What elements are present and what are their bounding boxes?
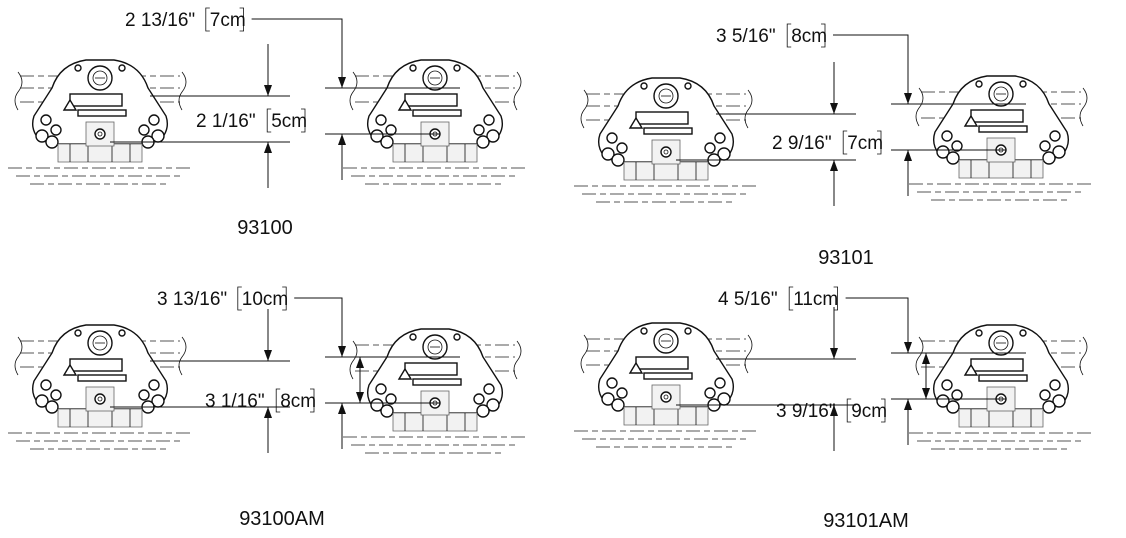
arrow-down-icon [904,342,912,353]
bottom-dim-bracket-right [881,398,886,423]
top-dim-bracket-left [786,23,792,48]
bottom-dim-bracket-left [846,398,852,423]
hitch-high-icon [908,324,1094,450]
leader-top-dim [294,297,343,357]
hitch-high-icon [908,75,1094,201]
top-dim-cm: 8cm [791,26,827,47]
hitch-high-icon [342,328,528,454]
top-dim-inch: 2 13/16" [125,10,195,31]
model-number: 93101AM [823,510,909,532]
hitch-low-icon [573,322,759,448]
bottom-dim-bracket-left [842,130,848,155]
top-dim-cm: 11cm [793,289,838,310]
bottom-dim-inch: 2 1/16" [196,111,256,132]
arrow-up-icon [904,399,912,410]
top-dim-bracket-left [237,286,242,311]
leader-top-dim [251,18,343,88]
hitch-low-icon [573,77,759,203]
arrow-up-icon [264,407,272,418]
bottom-dim-bracket-right [310,388,315,413]
bottom-dim-inch: 3 9/16" [776,401,836,422]
top-dim-bracket-right [239,7,244,32]
arrow-down-icon [338,346,346,357]
arrow-up-icon [264,142,272,153]
top-dim-bracket-right [282,286,287,311]
bottom-dim-bracket-left [275,388,281,413]
arrow-up-icon [356,357,364,368]
bottom-dim-cm: 8cm [280,391,316,412]
arrow-down-icon [830,348,838,359]
arrow-up-icon [338,134,346,145]
model-number: 93100 [237,217,293,239]
bottom-dim-inch: 2 9/16" [772,133,832,154]
top-dim-cm: 7cm [210,10,246,31]
hitch-low-icon [7,59,193,185]
panel-93101AM: 4 5/16" 11cm 3 9/16" 9cm 93101AM [573,286,1094,532]
arrow-down-icon [922,388,930,399]
hitch-high-icon [342,59,528,185]
bottom-dim-cm: 9cm [851,401,887,422]
bottom-dim-bracket-left [266,108,272,133]
panel-93100: 2 13/16" 7cm 2 1/16" 5cm 93100 [7,7,528,239]
top-dim-cm: 10cm [242,289,288,310]
bottom-dim-cm: 5cm [271,111,307,132]
top-dim-inch: 3 13/16" [157,289,227,310]
bottom-dim-bracket-right [301,108,306,133]
top-dim-bracket-left [205,7,210,32]
top-dim-inch: 3 5/16" [716,26,776,47]
top-dim-bracket-right [833,286,838,311]
top-dim-bracket-left [788,286,794,311]
leader-top-dim [833,34,909,104]
arrow-down-icon [338,77,346,88]
top-dim-inch: 4 5/16" [718,289,778,310]
top-dim-bracket-right [821,23,826,48]
bottom-dim-inch: 3 1/16" [205,391,265,412]
arrow-up-icon [830,160,838,171]
model-number: 93100AM [239,508,325,530]
arrow-down-icon [904,93,912,104]
arrow-up-icon [904,150,912,161]
arrow-up-icon [922,353,930,364]
arrow-down-icon [830,103,838,114]
arrow-up-icon [338,403,346,414]
bottom-dim-cm: 7cm [847,133,883,154]
hitch-low-icon [7,324,193,450]
bottom-dim-bracket-right [877,130,882,155]
arrow-down-icon [264,350,272,361]
panel-93101: 3 5/16" 8cm 2 9/16" 7cm 93101 [573,23,1094,269]
arrow-down-icon [264,85,272,96]
arrow-down-icon [356,392,364,403]
model-number: 93101 [818,247,874,269]
leader-top-dim [845,297,909,353]
panel-93100AM: 3 13/16" 10cm 3 1/16" 8cm 93100AM [7,286,528,530]
